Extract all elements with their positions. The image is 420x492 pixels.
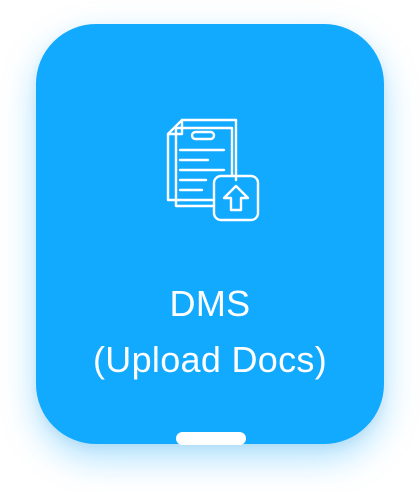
dms-upload-tile[interactable]: DMS (Upload Docs) (36, 24, 384, 445)
home-indicator (176, 432, 246, 445)
tile-title-line-1: DMS (169, 283, 251, 324)
tile-title-line-2: (Upload Docs) (93, 339, 327, 380)
document-upload-icon (162, 114, 264, 224)
